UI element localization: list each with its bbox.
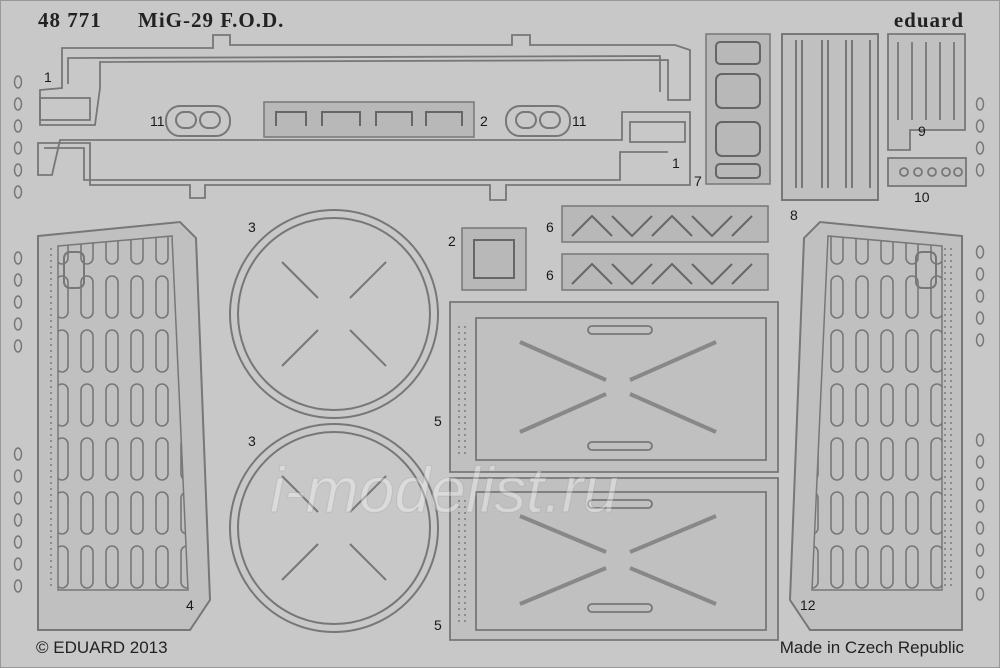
part-number-9: 9 bbox=[918, 123, 926, 139]
part-12-intake-cover-right bbox=[788, 220, 963, 631]
part-number-5-lower: 5 bbox=[434, 617, 442, 633]
part-number-1-bottom: 1 bbox=[672, 155, 680, 171]
part-number-2-square: 2 bbox=[448, 233, 456, 249]
part-number-11-left: 11 bbox=[150, 113, 165, 129]
part-number-11-right: 11 bbox=[572, 113, 587, 129]
part-number-6-lower: 6 bbox=[546, 267, 554, 283]
part-3-disc-lower bbox=[229, 423, 439, 633]
part-5-panel-upper bbox=[449, 301, 779, 473]
part-number-3-upper: 3 bbox=[248, 219, 256, 235]
part-number-4: 4 bbox=[186, 597, 194, 613]
part-7-bracket-column bbox=[705, 33, 771, 185]
edge-vent-marks-right bbox=[975, 97, 985, 601]
part-2-square bbox=[461, 227, 527, 291]
part-9-10-block bbox=[887, 33, 967, 187]
part-6-hinge-strip-lower bbox=[561, 253, 769, 291]
part-11-loop-left bbox=[165, 105, 231, 137]
watermark-text: i-modelist.ru bbox=[270, 454, 619, 526]
part-number-6-upper: 6 bbox=[546, 219, 554, 235]
part-1-upper-strip bbox=[39, 34, 691, 126]
brand-logo: eduard bbox=[893, 8, 964, 32]
part-number-7: 7 bbox=[694, 173, 702, 189]
part-1-lower-strip bbox=[37, 111, 691, 201]
part-number-2-strip: 2 bbox=[480, 113, 488, 129]
part-number-12: 12 bbox=[800, 597, 816, 613]
fret-title: MiG-29 F.O.D. bbox=[138, 8, 285, 32]
copyright-text: © EDUARD 2013 bbox=[36, 638, 168, 657]
part-number-8: 8 bbox=[790, 207, 798, 223]
part-8-rods bbox=[781, 33, 879, 201]
part-number-5-upper: 5 bbox=[434, 413, 442, 429]
edge-vent-marks-left bbox=[13, 75, 23, 593]
part-number-1-top: 1 bbox=[44, 69, 52, 85]
part-2-bracket-strip bbox=[263, 101, 475, 138]
origin-text: Made in Czech Republic bbox=[779, 638, 964, 657]
part-3-disc-upper bbox=[229, 209, 439, 419]
part-number-10: 10 bbox=[914, 189, 930, 205]
fret-code: 48 771 bbox=[38, 8, 102, 32]
part-11-loop-right bbox=[505, 105, 571, 137]
part-number-3-lower: 3 bbox=[248, 433, 256, 449]
part-4-intake-cover-left bbox=[37, 220, 212, 631]
part-6-hinge-strip-upper bbox=[561, 205, 769, 243]
part-5-panel-lower bbox=[449, 477, 779, 641]
